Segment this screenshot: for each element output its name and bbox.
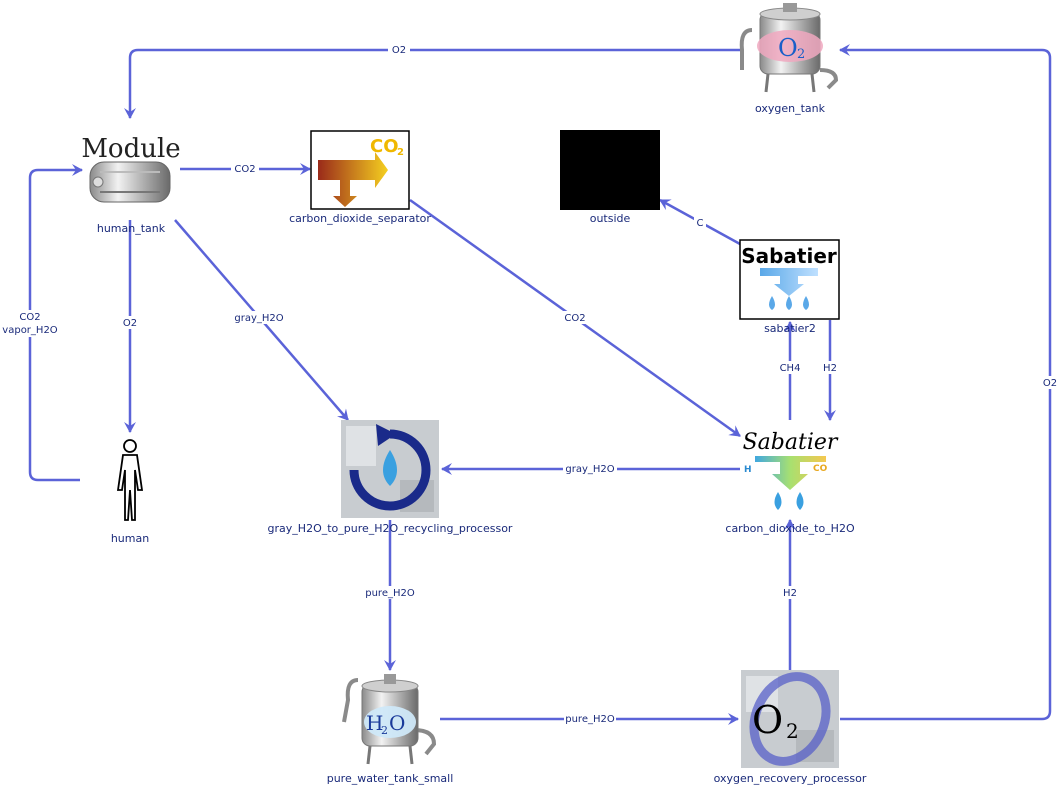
oxygen-recovery-icon: O 2 bbox=[741, 670, 839, 768]
node-label-human: human bbox=[111, 532, 149, 545]
edge-labels: O2 CO2 C CO2 vapor_H2O O2 gray_H2O CO2 C… bbox=[2, 43, 1060, 725]
svg-text:H: H bbox=[366, 711, 383, 735]
node-human[interactable]: human bbox=[111, 439, 149, 545]
svg-text:2: 2 bbox=[797, 47, 805, 62]
co2-separator-icon: CO 2 bbox=[310, 130, 410, 210]
sabatier-script-icon: Sabatier H CO bbox=[743, 430, 839, 510]
edge-label-vapor-left: vapor_H2O bbox=[2, 325, 58, 336]
node-label-sabatier2: sabatier2 bbox=[764, 322, 816, 335]
edge-label-gray-h2o-horiz: gray_H2O bbox=[565, 464, 614, 475]
node-gray-recycling-processor[interactable]: gray_H2O_to_pure_H2O_recycling_processor bbox=[268, 420, 513, 535]
svg-text:H: H bbox=[744, 465, 752, 475]
outside-block bbox=[560, 130, 660, 210]
edge-label-pure-h2o-horiz: pure_H2O bbox=[565, 714, 615, 725]
sabatier2-icon: Sabatier bbox=[739, 239, 840, 320]
node-carbon-dioxide-separator[interactable]: CO 2 carbon_dioxide_separator bbox=[289, 130, 431, 225]
node-pure-water-tank[interactable]: H 2 O pure_water_tank_small bbox=[327, 674, 454, 785]
node-label-human-tank: human_tank bbox=[97, 222, 166, 235]
svg-text:CO: CO bbox=[370, 136, 399, 157]
edge-label-co2-diag: CO2 bbox=[564, 313, 585, 324]
node-co2-to-h2o[interactable]: Sabatier H CO carbon_dioxide_to_H2O bbox=[725, 430, 855, 535]
node-sabatier2[interactable]: Sabatier sabatier2 bbox=[739, 239, 840, 335]
recycling-icon bbox=[341, 420, 439, 518]
node-label-carbon-dioxide-separator: carbon_dioxide_separator bbox=[289, 212, 431, 225]
edge-label-pure-h2o-down: pure_H2O bbox=[365, 588, 415, 599]
svg-text:2: 2 bbox=[786, 719, 799, 743]
oxygen-tank-icon: O 2 bbox=[739, 3, 839, 93]
water-tank-icon: H 2 O bbox=[342, 674, 437, 765]
svg-text:O: O bbox=[778, 34, 798, 62]
edge-label-co2-module-sep: CO2 bbox=[234, 164, 255, 175]
node-label-gray-recycling-processor: gray_H2O_to_pure_H2O_recycling_processor bbox=[268, 522, 513, 535]
node-oxygen-tank[interactable]: O 2 oxygen_tank bbox=[739, 3, 839, 115]
module-icon: Module bbox=[81, 134, 181, 203]
node-oxygen-recovery-processor[interactable]: O 2 oxygen_recovery_processor bbox=[714, 665, 867, 785]
edge-label-o2-right: O2 bbox=[1043, 378, 1057, 389]
edge-label-h2-up: H2 bbox=[783, 588, 797, 599]
node-label-co2-to-h2o: carbon_dioxide_to_H2O bbox=[725, 522, 855, 535]
edge-label-gray-h2o-diag: gray_H2O bbox=[234, 313, 283, 324]
edge-o2-top[interactable] bbox=[124, 48, 740, 119]
node-label-pure-water-tank: pure_water_tank_small bbox=[327, 772, 454, 785]
human-figure-icon bbox=[116, 439, 144, 521]
svg-text:O: O bbox=[752, 698, 783, 742]
edges bbox=[28, 44, 1052, 725]
edge-label-o2-top: O2 bbox=[392, 45, 406, 56]
node-human-tank[interactable]: Module human_tank bbox=[81, 134, 180, 235]
edge-label-o2-down: O2 bbox=[123, 318, 137, 329]
node-label-oxygen-tank: oxygen_tank bbox=[755, 102, 826, 115]
svg-text:CO: CO bbox=[813, 464, 828, 474]
node-outside[interactable]: outside bbox=[560, 130, 660, 225]
svg-text:Sabatier: Sabatier bbox=[743, 430, 839, 455]
svg-text:2: 2 bbox=[397, 147, 404, 158]
edge-label-c-out: C bbox=[697, 218, 704, 229]
edge-label-h2-down: H2 bbox=[823, 363, 837, 374]
edge-label-ch4: CH4 bbox=[780, 363, 801, 374]
svg-text:Module: Module bbox=[81, 134, 180, 164]
node-label-outside: outside bbox=[590, 212, 631, 225]
node-label-oxygen-recovery-processor: oxygen_recovery_processor bbox=[714, 772, 867, 785]
edge-o2-right[interactable] bbox=[839, 44, 1052, 721]
svg-text:O: O bbox=[389, 711, 405, 735]
svg-text:Sabatier: Sabatier bbox=[741, 244, 837, 268]
edge-label-co2-left: CO2 bbox=[19, 312, 40, 323]
svg-text:2: 2 bbox=[381, 724, 388, 737]
